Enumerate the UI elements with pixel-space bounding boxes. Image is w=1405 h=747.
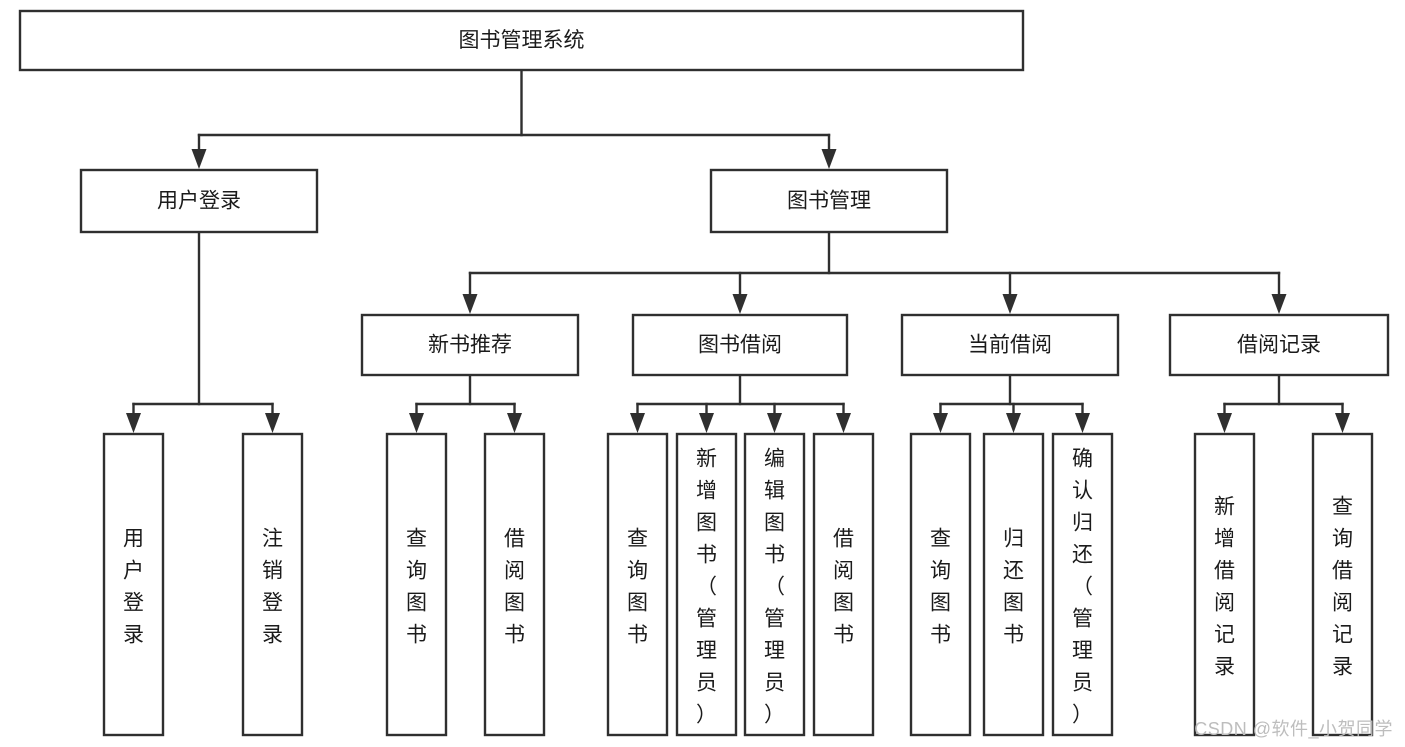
arrowhead-book-manage — [821, 149, 837, 169]
arrowhead-leaf-edit-book — [767, 413, 782, 433]
node-box-user-login — [79, 168, 319, 234]
node-box-leaf-logout — [241, 432, 304, 737]
node-box-leaf-add-record — [1193, 432, 1256, 737]
nodes-layer: 图书管理系统用户登录图书管理新书推荐图书借阅当前借阅借阅记录用户登录注销登录查询… — [18, 9, 1390, 737]
node-box-leaf-return-book — [982, 432, 1045, 737]
arrowhead-borrow-record — [1271, 294, 1287, 314]
edges-layer — [126, 68, 1350, 433]
node-label-user-login: 用户登录 — [157, 190, 241, 213]
node-new-book-recommend[interactable]: 新书推荐 — [360, 313, 580, 377]
node-box-leaf-query-record — [1311, 432, 1374, 737]
node-current-borrow[interactable]: 当前借阅 — [900, 313, 1120, 377]
node-leaf-borrow-book-1[interactable]: 借阅图书 — [483, 432, 546, 737]
node-box-leaf-query-book-1 — [385, 432, 448, 737]
node-leaf-logout[interactable]: 注销登录 — [241, 432, 304, 737]
node-label-leaf-edit-book: 编辑图书（管理员） — [764, 447, 785, 726]
csdn-watermark: CSDN @软件_小贺同学 — [1194, 719, 1393, 739]
node-box-book-borrow — [631, 313, 849, 377]
arrowhead-leaf-query-book-1 — [409, 413, 424, 433]
node-leaf-query-book-2[interactable]: 查询图书 — [606, 432, 669, 737]
node-label-leaf-return-book: 归还图书 — [1003, 527, 1024, 646]
node-label-leaf-borrow-book-1: 借阅图书 — [504, 527, 525, 646]
node-box-leaf-confirm-return — [1051, 432, 1114, 737]
node-user-login[interactable]: 用户登录 — [79, 168, 319, 234]
node-box-leaf-query-book-2 — [606, 432, 669, 737]
node-box-leaf-add-book — [675, 432, 738, 737]
node-root[interactable]: 图书管理系统 — [18, 9, 1025, 72]
node-label-new-book-recommend: 新书推荐 — [428, 334, 512, 357]
node-label-leaf-query-record: 查询借阅记录 — [1332, 495, 1353, 678]
arrowhead-leaf-confirm-return — [1075, 413, 1090, 433]
node-label-book-borrow: 图书借阅 — [698, 334, 782, 357]
arrowhead-leaf-add-book — [699, 413, 714, 433]
node-label-leaf-logout: 注销登录 — [262, 527, 283, 646]
arrowhead-leaf-borrow-book-2 — [836, 413, 851, 433]
node-box-leaf-query-book-3 — [909, 432, 972, 737]
node-label-leaf-add-book: 新增图书（管理员） — [696, 447, 717, 726]
node-box-borrow-record — [1168, 313, 1390, 377]
node-label-root: 图书管理系统 — [459, 29, 585, 52]
node-box-root — [18, 9, 1025, 72]
node-leaf-add-record[interactable]: 新增借阅记录 — [1193, 432, 1256, 737]
arrowhead-leaf-query-book-2 — [630, 413, 645, 433]
node-leaf-confirm-return[interactable]: 确认归还（管理员） — [1051, 432, 1114, 737]
arrowhead-current-borrow — [1002, 294, 1018, 314]
node-leaf-borrow-book-2[interactable]: 借阅图书 — [812, 432, 875, 737]
node-leaf-edit-book[interactable]: 编辑图书（管理员） — [743, 432, 806, 737]
arrowhead-leaf-logout — [265, 413, 280, 433]
arrowhead-new-book-recommend — [462, 294, 478, 314]
node-label-leaf-confirm-return: 确认归还（管理员） — [1072, 447, 1093, 726]
node-box-leaf-borrow-book-1 — [483, 432, 546, 737]
node-label-leaf-add-record: 新增借阅记录 — [1214, 495, 1235, 678]
node-label-leaf-query-book-1: 查询图书 — [406, 527, 427, 646]
node-box-leaf-user-login — [102, 432, 165, 737]
node-leaf-query-book-1[interactable]: 查询图书 — [385, 432, 448, 737]
arrowhead-leaf-query-book-3 — [933, 413, 948, 433]
node-book-manage[interactable]: 图书管理 — [709, 168, 949, 234]
node-box-leaf-borrow-book-2 — [812, 432, 875, 737]
arrowhead-user-login — [191, 149, 207, 169]
arrowhead-leaf-return-book — [1006, 413, 1021, 433]
node-leaf-query-record[interactable]: 查询借阅记录 — [1311, 432, 1374, 737]
arrowhead-leaf-user-login — [126, 413, 141, 433]
arrowhead-book-borrow — [732, 294, 748, 314]
node-box-current-borrow — [900, 313, 1120, 377]
node-box-new-book-recommend — [360, 313, 580, 377]
arrowhead-leaf-query-record — [1335, 413, 1350, 433]
node-leaf-query-book-3[interactable]: 查询图书 — [909, 432, 972, 737]
node-leaf-return-book[interactable]: 归还图书 — [982, 432, 1045, 737]
node-leaf-user-login[interactable]: 用户登录 — [102, 432, 165, 737]
node-label-leaf-query-book-2: 查询图书 — [627, 527, 648, 646]
node-label-borrow-record: 借阅记录 — [1237, 334, 1321, 357]
node-book-borrow[interactable]: 图书借阅 — [631, 313, 849, 377]
node-box-leaf-edit-book — [743, 432, 806, 737]
node-leaf-add-book[interactable]: 新增图书（管理员） — [675, 432, 738, 737]
node-label-current-borrow: 当前借阅 — [968, 334, 1052, 357]
node-box-book-manage — [709, 168, 949, 234]
node-label-leaf-user-login: 用户登录 — [123, 527, 144, 646]
node-label-leaf-query-book-3: 查询图书 — [930, 527, 951, 646]
node-borrow-record[interactable]: 借阅记录 — [1168, 313, 1390, 377]
arrowhead-leaf-add-record — [1217, 413, 1232, 433]
node-label-leaf-borrow-book-2: 借阅图书 — [833, 527, 854, 646]
arrowhead-leaf-borrow-book-1 — [507, 413, 522, 433]
node-label-book-manage: 图书管理 — [787, 190, 871, 213]
